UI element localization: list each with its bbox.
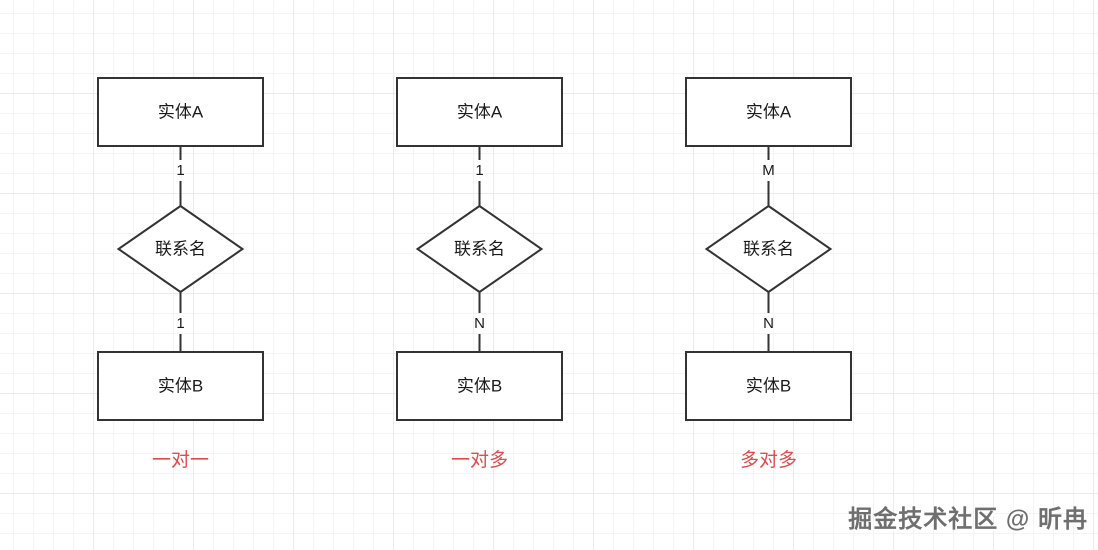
entity-a-box <box>685 77 852 147</box>
entity-b-box <box>685 351 852 421</box>
entity-b-label: 实体B <box>746 377 791 396</box>
cardinality-bottom-label: 1 <box>176 315 184 332</box>
entity-b-label: 实体B <box>457 377 502 396</box>
entity-b-box <box>396 351 563 421</box>
caption-one-to-one: 一对一 <box>152 449 209 471</box>
entity-a-label: 实体A <box>746 103 792 122</box>
entity-a-label: 实体A <box>457 103 503 122</box>
caption-many-to-many: 多对多 <box>740 449 797 471</box>
relation-label: 联系名 <box>155 240 206 259</box>
er-column-many-to-many: 实体A M 联系名 N 实体B 多对多 <box>685 77 852 471</box>
cardinality-bottom-label: N <box>763 315 774 332</box>
entity-b-box <box>97 351 264 421</box>
watermark-text: 掘金技术社区 @ 昕冉 <box>848 506 1088 533</box>
entity-a-box <box>396 77 563 147</box>
entity-b-label: 实体B <box>158 377 203 396</box>
entity-a-label: 实体A <box>158 103 204 122</box>
cardinality-top-label: M <box>762 162 775 179</box>
caption-one-to-many: 一对多 <box>451 449 508 471</box>
relation-label: 联系名 <box>454 240 505 259</box>
relation-label: 联系名 <box>743 240 794 259</box>
cardinality-bottom-label: N <box>474 315 485 332</box>
cardinality-top-label: 1 <box>475 162 483 179</box>
cardinality-top-label: 1 <box>176 162 184 179</box>
entity-a-box <box>97 77 264 147</box>
er-column-one-to-many: 实体A 1 联系名 N 实体B 一对多 <box>396 77 563 471</box>
er-column-one-to-one: 实体A 1 联系名 1 实体B 一对一 <box>97 77 264 471</box>
